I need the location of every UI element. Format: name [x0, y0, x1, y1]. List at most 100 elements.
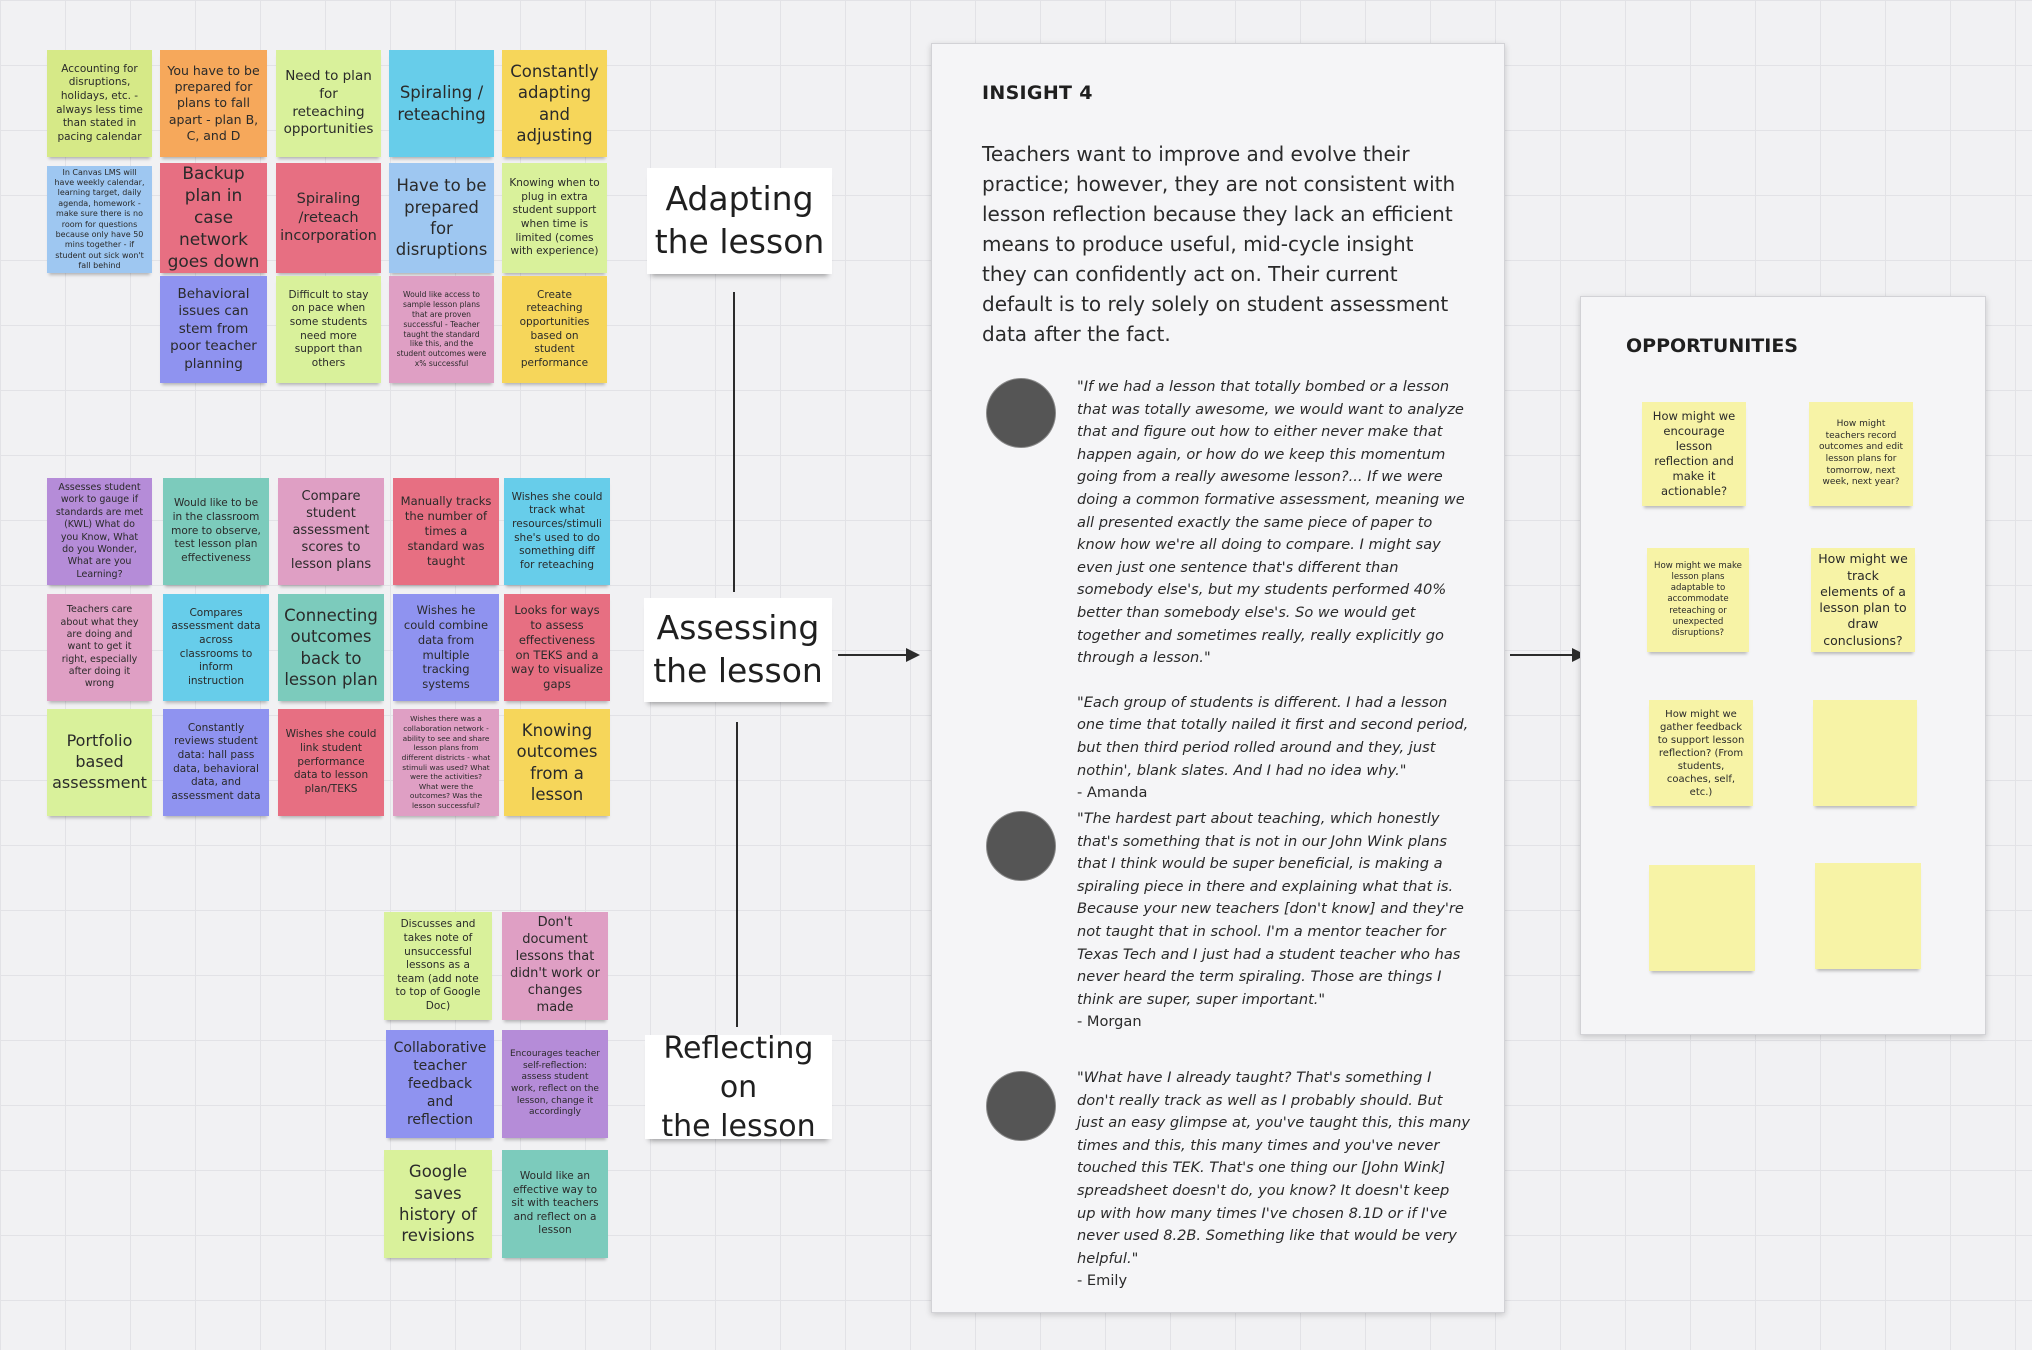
sticky-note[interactable]: Assesses student work to gauge if standa… [47, 478, 152, 585]
sticky-note[interactable]: Wishes there was a collaboration network… [393, 709, 499, 816]
sticky-note[interactable]: Knowing outcomes from a lesson [504, 709, 610, 816]
sticky-text: Portfolio based assessment [52, 731, 147, 792]
sticky-note[interactable]: Accounting for disruptions, holidays, et… [47, 50, 152, 157]
sticky-note[interactable]: Wishes she could track what resources/st… [504, 478, 610, 585]
sticky-note[interactable]: Collaborative teacher feedback and refle… [386, 1030, 494, 1138]
insight-body: Teachers want to improve and evolve thei… [982, 142, 1456, 346]
sticky-note[interactable]: Would like an effective way to sit with … [502, 1150, 608, 1258]
sticky-text: Spiraling /reteach incorporation [280, 190, 377, 245]
sticky-note[interactable]: Backup plan in case network goes down [160, 163, 267, 273]
sticky-text: In Canvas LMS will have weekly calendar,… [54, 167, 145, 271]
avatar [987, 1072, 1055, 1140]
sticky-text: Compares assessment data across classroo… [171, 606, 261, 687]
quote-emily: "What have I already taught? That's some… [1077, 1067, 1472, 1293]
label-line: Reflecting on [663, 1030, 814, 1105]
label-line: the lesson [654, 222, 825, 261]
opportunities-frame[interactable]: OPPORTUNITIES [1580, 296, 1986, 1035]
sticky-text: Teachers care about what they are doing … [60, 604, 139, 690]
sticky-note[interactable]: Constantly reviews student data: hall pa… [163, 709, 269, 816]
sticky-note[interactable]: Constantly adapting and adjusting [502, 50, 607, 157]
sticky-text: Assesses student work to gauge if standa… [55, 482, 144, 580]
sticky-note[interactable]: Have to be prepared for disruptions [389, 163, 494, 273]
sticky-note[interactable]: Would like access to sample lesson plans… [389, 276, 494, 383]
arrow-right-icon [906, 648, 920, 662]
sticky-text: Spiraling / reteaching [397, 83, 486, 124]
avatar [987, 812, 1055, 880]
sticky-note[interactable]: Spiraling /reteach incorporation [276, 163, 381, 273]
connector-line [736, 722, 738, 1027]
sticky-note[interactable]: Knowing when to plug in extra student su… [502, 163, 607, 273]
sticky-note[interactable]: Google saves history of revisions [384, 1150, 492, 1258]
sticky-text: Connecting outcomes back to lesson plan [284, 605, 378, 689]
sticky-text: Wishes he could combine data from multip… [403, 602, 489, 692]
sticky-text: Knowing when to plug in extra student su… [509, 177, 600, 258]
sticky-text: Would like an effective way to sit with … [511, 1169, 599, 1237]
sticky-note[interactable]: Create reteaching opportunities based on… [502, 276, 607, 383]
connector-line [733, 292, 735, 592]
sticky-text: How might we track elements of a lesson … [1818, 551, 1908, 648]
sticky-note[interactable]: Portfolio based assessment [47, 709, 152, 816]
sticky-text: Knowing outcomes from a lesson [516, 720, 598, 804]
sticky-text: Encourages teacher self-reflection: asse… [509, 1048, 601, 1118]
sticky-text: How might we encourage lesson reflection… [1652, 409, 1736, 498]
quote-author: - Morgan [1077, 1013, 1142, 1031]
sticky-text: Create reteaching opportunities based on… [519, 288, 590, 369]
sticky-note[interactable]: Connecting outcomes back to lesson plan [278, 594, 384, 701]
opportunity-sticky[interactable]: How might teachers record outcomes and e… [1809, 402, 1913, 506]
sticky-text: How might we make lesson plans adaptable… [1654, 560, 1742, 638]
sticky-text: Constantly reviews student data: hall pa… [171, 721, 261, 802]
sticky-note[interactable]: Wishes she could link student performanc… [278, 709, 384, 816]
label-line: the lesson [661, 1108, 816, 1144]
sticky-note[interactable]: Spiraling / reteaching [389, 50, 494, 157]
sticky-note[interactable]: Encourages teacher self-reflection: asse… [502, 1030, 608, 1138]
sticky-note[interactable]: Teachers care about what they are doing … [47, 594, 152, 701]
quote-text: "If we had a lesson that totally bombed … [1077, 378, 1465, 667]
opportunity-sticky[interactable]: How might we track elements of a lesson … [1811, 548, 1915, 652]
sticky-text: Would like to be in the classroom more t… [171, 497, 261, 564]
opportunities-title: OPPORTUNITIES [1626, 335, 1798, 357]
sticky-text: Have to be prepared for disruptions [395, 176, 488, 260]
sticky-note[interactable]: You have to be prepared for plans to fal… [160, 50, 267, 157]
sticky-note[interactable]: Don't document lessons that didn't work … [502, 912, 608, 1020]
sticky-text: Behavioral issues can stem from poor tea… [170, 285, 257, 372]
insight-title: INSIGHT 4 [982, 82, 1093, 104]
quote-text: "Each group of students is different. I … [1077, 693, 1469, 779]
opportunity-sticky-empty[interactable] [1813, 700, 1917, 806]
sticky-text: Looks for ways to assess effectiveness o… [511, 602, 603, 692]
sticky-note[interactable]: Manually tracks the number of times a st… [393, 478, 499, 585]
insight-frame[interactable]: INSIGHT 4 Teachers want to improve and e… [931, 43, 1505, 1313]
sticky-note[interactable]: Difficult to stay on pace when some stud… [276, 276, 381, 383]
label-line: Adapting [665, 179, 814, 219]
sticky-note[interactable]: Discusses and takes note of unsuccessful… [384, 912, 492, 1020]
sticky-text: Wishes she could link student performanc… [285, 728, 377, 795]
opportunity-sticky[interactable]: How might we encourage lesson reflection… [1642, 402, 1746, 506]
sticky-text: Backup plan in case network goes down [167, 163, 260, 273]
opportunity-sticky-empty[interactable] [1649, 865, 1755, 971]
sticky-text: Wishes there was a collaboration network… [401, 714, 491, 810]
sticky-note[interactable]: In Canvas LMS will have weekly calendar,… [47, 166, 152, 273]
sticky-note[interactable]: Need to plan for reteaching opportunitie… [276, 50, 381, 157]
connector-line [1510, 654, 1572, 656]
sticky-note[interactable]: Behavioral issues can stem from poor tea… [160, 276, 267, 383]
opportunity-sticky[interactable]: How might we make lesson plans adaptable… [1647, 548, 1749, 652]
sticky-text: Collaborative teacher feedback and refle… [393, 1039, 487, 1129]
sticky-text: How might we gather feedback to support … [1657, 708, 1745, 798]
opportunity-sticky-empty[interactable] [1815, 863, 1921, 969]
sticky-text: Manually tracks the number of times a st… [400, 494, 492, 568]
sticky-note[interactable]: Compares assessment data across classroo… [163, 594, 269, 701]
label-line: Assessing [656, 608, 820, 648]
sticky-note[interactable]: Looks for ways to assess effectiveness o… [504, 594, 610, 701]
sticky-note[interactable]: Would like to be in the classroom more t… [163, 478, 269, 585]
quote-morgan: "The hardest part about teaching, which … [1077, 808, 1472, 1034]
opportunity-sticky[interactable]: How might we gather feedback to support … [1649, 700, 1753, 806]
sticky-note[interactable]: Compare student assessment scores to les… [278, 478, 384, 585]
sticky-note[interactable]: Wishes he could combine data from multip… [393, 594, 499, 701]
sticky-text: Difficult to stay on pace when some stud… [288, 288, 369, 369]
quote-author: - Amanda [1077, 784, 1148, 802]
sticky-text: Would like access to sample lesson plans… [396, 290, 487, 369]
avatar [987, 379, 1055, 447]
sticky-text: Constantly adapting and adjusting [510, 61, 599, 145]
